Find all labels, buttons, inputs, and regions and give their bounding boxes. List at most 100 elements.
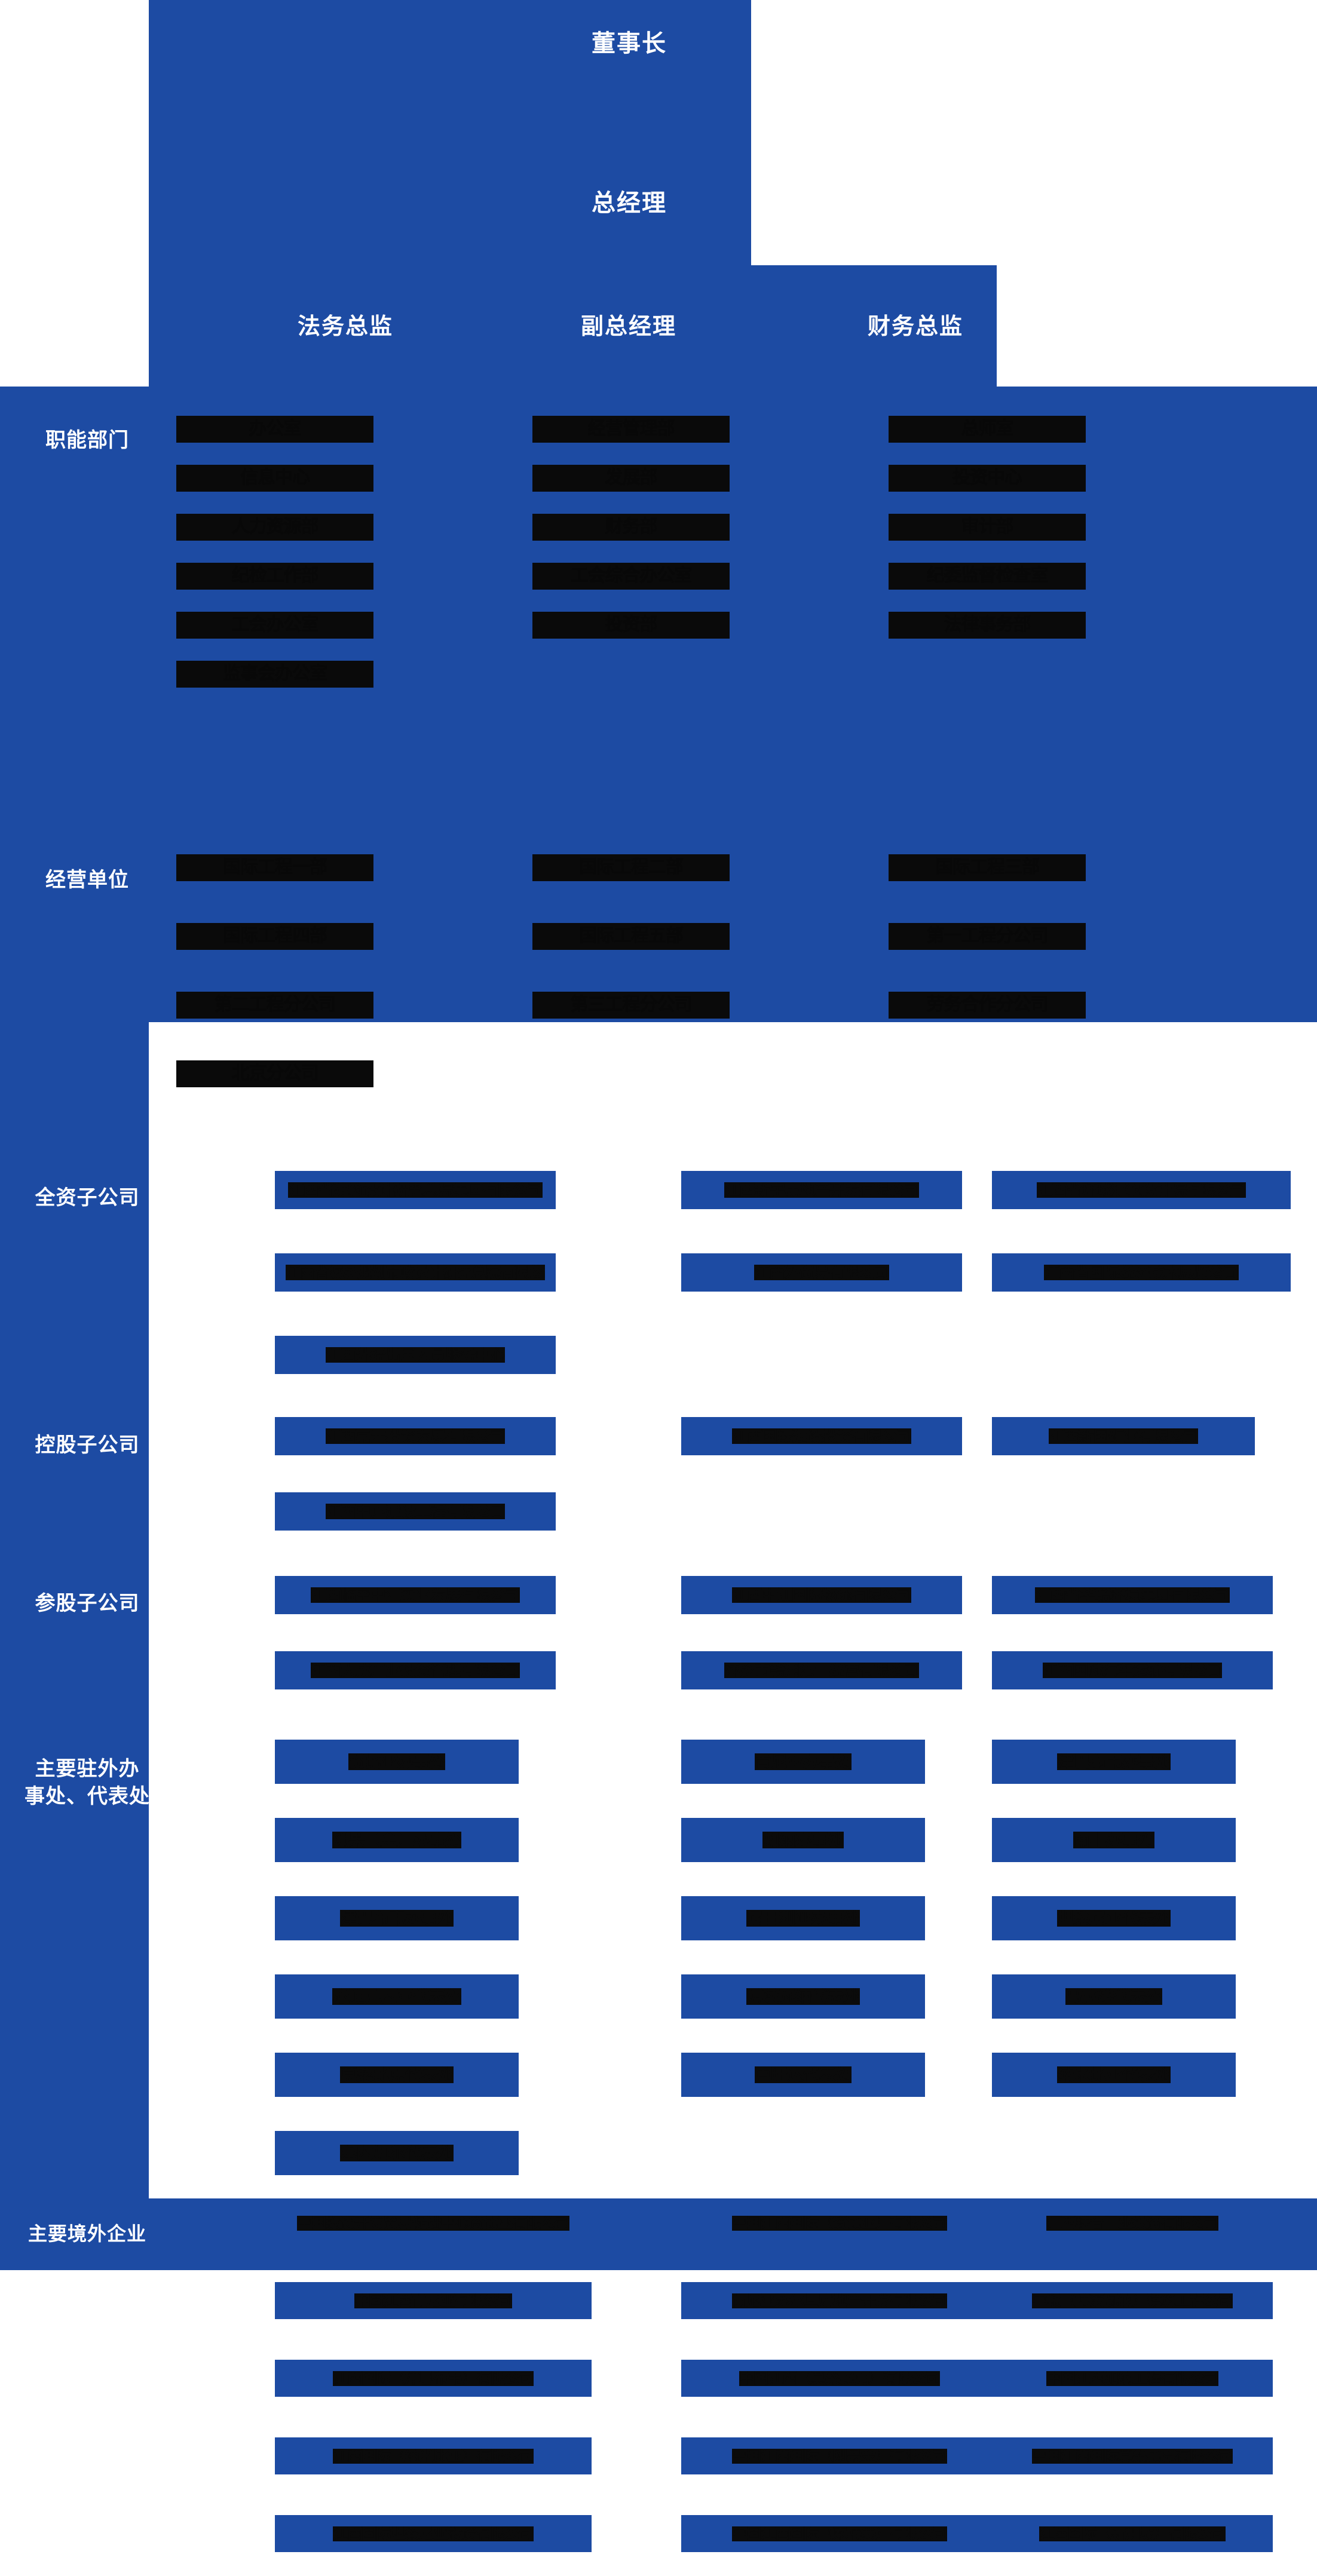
category-label-controlled: 控股子公司: [35, 1434, 140, 1457]
chip-label: 审计部: [961, 517, 1014, 536]
item-overseas-offices-r4-c2[interactable]: 纳米比亚代表处: [992, 2053, 1236, 2097]
category-label-functional-departments: 职能部门: [45, 429, 129, 452]
exec-general-manager: 总经理: [592, 190, 667, 216]
item-overseas-enterprises-r2-c0[interactable]: 江西国际（津巴布韦）有限公司: [275, 2360, 592, 2397]
item-overseas-enterprises-r2-c2[interactable]: 中国江西加纳工程有限公司: [992, 2360, 1273, 2397]
card-label: 江西嘉元投资发展有限公司: [325, 1428, 505, 1444]
chip-label: 办公室: [249, 419, 302, 438]
item-wholly-owned-r0-c1[interactable]: 江西新宇房地产开发有限公司: [681, 1171, 962, 1209]
category-label-overseas-offices: 主要驻外办 事处、代表处: [24, 1758, 150, 1808]
item-wholly-owned-r1-c2[interactable]: 江西省国际经济技术展览公司: [992, 1253, 1291, 1292]
item-overseas-offices-r0-c2[interactable]: 津巴布韦办事处: [992, 1740, 1236, 1784]
item-business-units-r0-c1[interactable]: 国际工程二部: [532, 854, 730, 881]
item-overseas-enterprises-r0-c0[interactable]: 中国投资开发贸易促进中心赞比亚有限公司: [275, 2204, 592, 2241]
exec-deputy-general-manager: 副总经理: [580, 314, 676, 339]
item-business-units-r1-c0[interactable]: 国际工程四部: [176, 922, 373, 950]
item-functional-departments-r3-c1[interactable]: 工会综合办公室: [532, 562, 730, 590]
item-controlled-r1-c0[interactable]: 江西中庐建设工程有限公司: [275, 1492, 556, 1531]
item-overseas-offices-r1-c2[interactable]: 南非办事处: [992, 1818, 1236, 1862]
item-participating-r1-c1[interactable]: 萍乡市赣湘港口经营有限公司: [681, 1651, 962, 1689]
item-wholly-owned-r0-c2[interactable]: 江西省环球建筑设计院有限公司: [992, 1171, 1291, 1209]
chip-label: 北京分公司: [231, 1063, 319, 1083]
item-business-units-r0-c0[interactable]: 国际工程一部: [176, 854, 373, 881]
item-overseas-enterprises-r3-c2[interactable]: 中国江西国际莫桑比克有限公司: [992, 2437, 1273, 2474]
item-business-units-r2-c1[interactable]: 第三工程分公司: [532, 991, 730, 1019]
item-overseas-enterprises-r0-c2[interactable]: 江西联合工业投资有限公司: [992, 2204, 1273, 2241]
item-controlled-r0-c1[interactable]: 江西国绿建设投资有限公司: [681, 1417, 962, 1455]
item-overseas-enterprises-r1-c0[interactable]: 中国江西肯尼亚有限公司: [275, 2282, 592, 2319]
item-functional-departments-r1-c1[interactable]: 发展部: [532, 464, 730, 492]
item-functional-departments-r1-c0[interactable]: 信息中心: [176, 464, 373, 492]
item-overseas-enterprises-r1-c2[interactable]: 中赣（博茨瓦纳）建筑工程公司: [992, 2282, 1273, 2319]
item-overseas-offices-r1-c1[interactable]: 加纳办事处: [681, 1818, 925, 1862]
item-overseas-offices-r5-c0[interactable]: 塞内加尔代表处: [275, 2131, 519, 2175]
item-overseas-enterprises-r4-c1[interactable]: 中国江西国际（柬埔寨）有限公司: [681, 2515, 998, 2552]
item-overseas-offices-r1-c0[interactable]: 刚果（金）办事处: [275, 1818, 519, 1862]
item-business-units-r1-c1[interactable]: 国际工程五部: [532, 922, 730, 950]
item-overseas-enterprises-r4-c2[interactable]: 江西国际（新加坡）有限公司: [992, 2515, 1273, 2552]
item-functional-departments-r3-c0[interactable]: 纪检工作部: [176, 562, 373, 590]
item-participating-r0-c0[interactable]: 江西临空中江实业发展有限公司: [275, 1576, 556, 1614]
card-label: 赞比亚办事处: [348, 1753, 445, 1770]
item-controlled-r0-c0[interactable]: 江西嘉元投资发展有限公司: [275, 1417, 556, 1455]
chip-label: 国际工程二部: [579, 857, 684, 877]
item-functional-departments-r0-c0[interactable]: 办公室: [176, 415, 373, 443]
chip-label: 人力资源部: [231, 517, 319, 536]
card-label: 中国江西国际莫桑比克有限公司: [1031, 2448, 1233, 2464]
item-overseas-offices-r4-c1[interactable]: 卢旺达代表处: [681, 2053, 925, 2097]
item-participating-r1-c0[interactable]: 江西大成产业投资管理有限公司: [275, 1651, 556, 1689]
plate-tier-1: [149, 0, 751, 265]
item-participating-r0-c2[interactable]: 江西省华赣环境集团有限公司: [992, 1576, 1273, 1614]
item-business-units-r0-c2[interactable]: 国际工程三部: [889, 854, 1086, 881]
plate-tier-2: [149, 265, 997, 387]
item-overseas-offices-r2-c0[interactable]: 津巴布韦办事处: [275, 1896, 519, 1940]
item-functional-departments-r0-c2[interactable]: 总师室: [889, 415, 1086, 443]
item-functional-departments-r4-c2[interactable]: 法律事务部: [889, 611, 1086, 639]
item-overseas-enterprises-r1-c1[interactable]: 肯尼亚苏尔旦房地产开发有限公司: [681, 2282, 998, 2319]
item-overseas-enterprises-r2-c1[interactable]: 中国江西（莫桑比克）有限公司: [681, 2360, 998, 2397]
chip-label: 投资部: [605, 615, 658, 634]
item-overseas-offices-r3-c1[interactable]: 博茨瓦纳代表处: [681, 1974, 925, 2019]
item-wholly-owned-r1-c1[interactable]: 江西外贸易有限公司: [681, 1253, 962, 1292]
item-overseas-offices-r2-c2[interactable]: 坦桑尼亚代表处: [992, 1896, 1236, 1940]
item-controlled-r0-c2[interactable]: 江西新国矿业有限公司: [992, 1417, 1255, 1455]
item-functional-departments-r2-c0[interactable]: 人力资源部: [176, 513, 373, 541]
item-wholly-owned-r0-c0[interactable]: 江西省建筑设计研究总院集团有限公司: [275, 1171, 556, 1209]
item-overseas-offices-r2-c1[interactable]: 尼日利亚办事处: [681, 1896, 925, 1940]
card-label: 塞内加尔代表处: [340, 2145, 454, 2161]
card-label: 江西国际（纳米比亚）有限公司: [332, 2448, 534, 2464]
item-functional-departments-r3-c2[interactable]: 纪委监督检查室: [889, 562, 1086, 590]
item-overseas-offices-r0-c1[interactable]: 肯尼亚办事处: [681, 1740, 925, 1784]
card-label: 江西外经出国人员服务中心: [325, 1347, 505, 1363]
item-overseas-enterprises-r0-c1[interactable]: 中国江西国际（赞比亚）有限公司: [681, 2204, 998, 2241]
item-wholly-owned-r2-c0[interactable]: 江西外经出国人员服务中心: [275, 1336, 556, 1374]
item-functional-departments-r1-c2[interactable]: 投资中心: [889, 464, 1086, 492]
item-business-units-r2-c0[interactable]: 第二工程分公司: [176, 991, 373, 1019]
item-participating-r1-c2[interactable]: 江西国诚汽车运输有限公司: [992, 1651, 1273, 1689]
item-functional-departments-r4-c0[interactable]: 工会办公室: [176, 611, 373, 639]
item-business-units-r2-c2[interactable]: 劳务合作分公司: [889, 991, 1086, 1019]
card-label: 江西省城乡规划市政设计研究总院有限公司: [286, 1265, 545, 1280]
item-functional-departments-r5-c0[interactable]: 监事会办公室: [176, 660, 373, 688]
plate-tier-3: [0, 387, 1317, 1022]
item-functional-departments-r0-c1[interactable]: 经营管理部: [532, 415, 730, 443]
item-overseas-offices-r4-c0[interactable]: 莫桑比克代表处: [275, 2053, 519, 2097]
card-label: 中国江西国际（柬埔寨）有限公司: [731, 2526, 947, 2541]
item-functional-departments-r4-c1[interactable]: 投资部: [532, 611, 730, 639]
item-functional-departments-r2-c1[interactable]: 财务部: [532, 513, 730, 541]
item-functional-departments-r2-c2[interactable]: 审计部: [889, 513, 1086, 541]
item-overseas-offices-r3-c0[interactable]: 赤道几内亚代表处: [275, 1974, 519, 2019]
item-overseas-offices-r0-c0[interactable]: 赞比亚办事处: [275, 1740, 519, 1784]
item-overseas-enterprises-r3-c1[interactable]: 中国江西国际（刚果金）有限公司: [681, 2437, 998, 2474]
card-label: 肯尼亚苏尔旦房地产开发有限公司: [731, 2293, 947, 2308]
card-label: 江西新宇房地产开发有限公司: [724, 1182, 919, 1198]
item-participating-r0-c1[interactable]: 江西中江国际物流有限公司: [681, 1576, 962, 1614]
chip-label: 总师室: [961, 419, 1014, 438]
item-overseas-offices-r3-c2[interactable]: 马拉维代表处: [992, 1974, 1236, 2019]
item-wholly-owned-r1-c0[interactable]: 江西省城乡规划市政设计研究总院有限公司: [275, 1253, 556, 1292]
item-overseas-enterprises-r3-c0[interactable]: 江西国际（纳米比亚）有限公司: [275, 2437, 592, 2474]
item-business-units-r3-c0[interactable]: 北京分公司: [176, 1060, 373, 1087]
item-overseas-enterprises-r4-c0[interactable]: 江西国际坦桑尼亚投资有限公司: [275, 2515, 592, 2552]
item-business-units-r1-c2[interactable]: 第一工程分公司: [889, 922, 1086, 950]
